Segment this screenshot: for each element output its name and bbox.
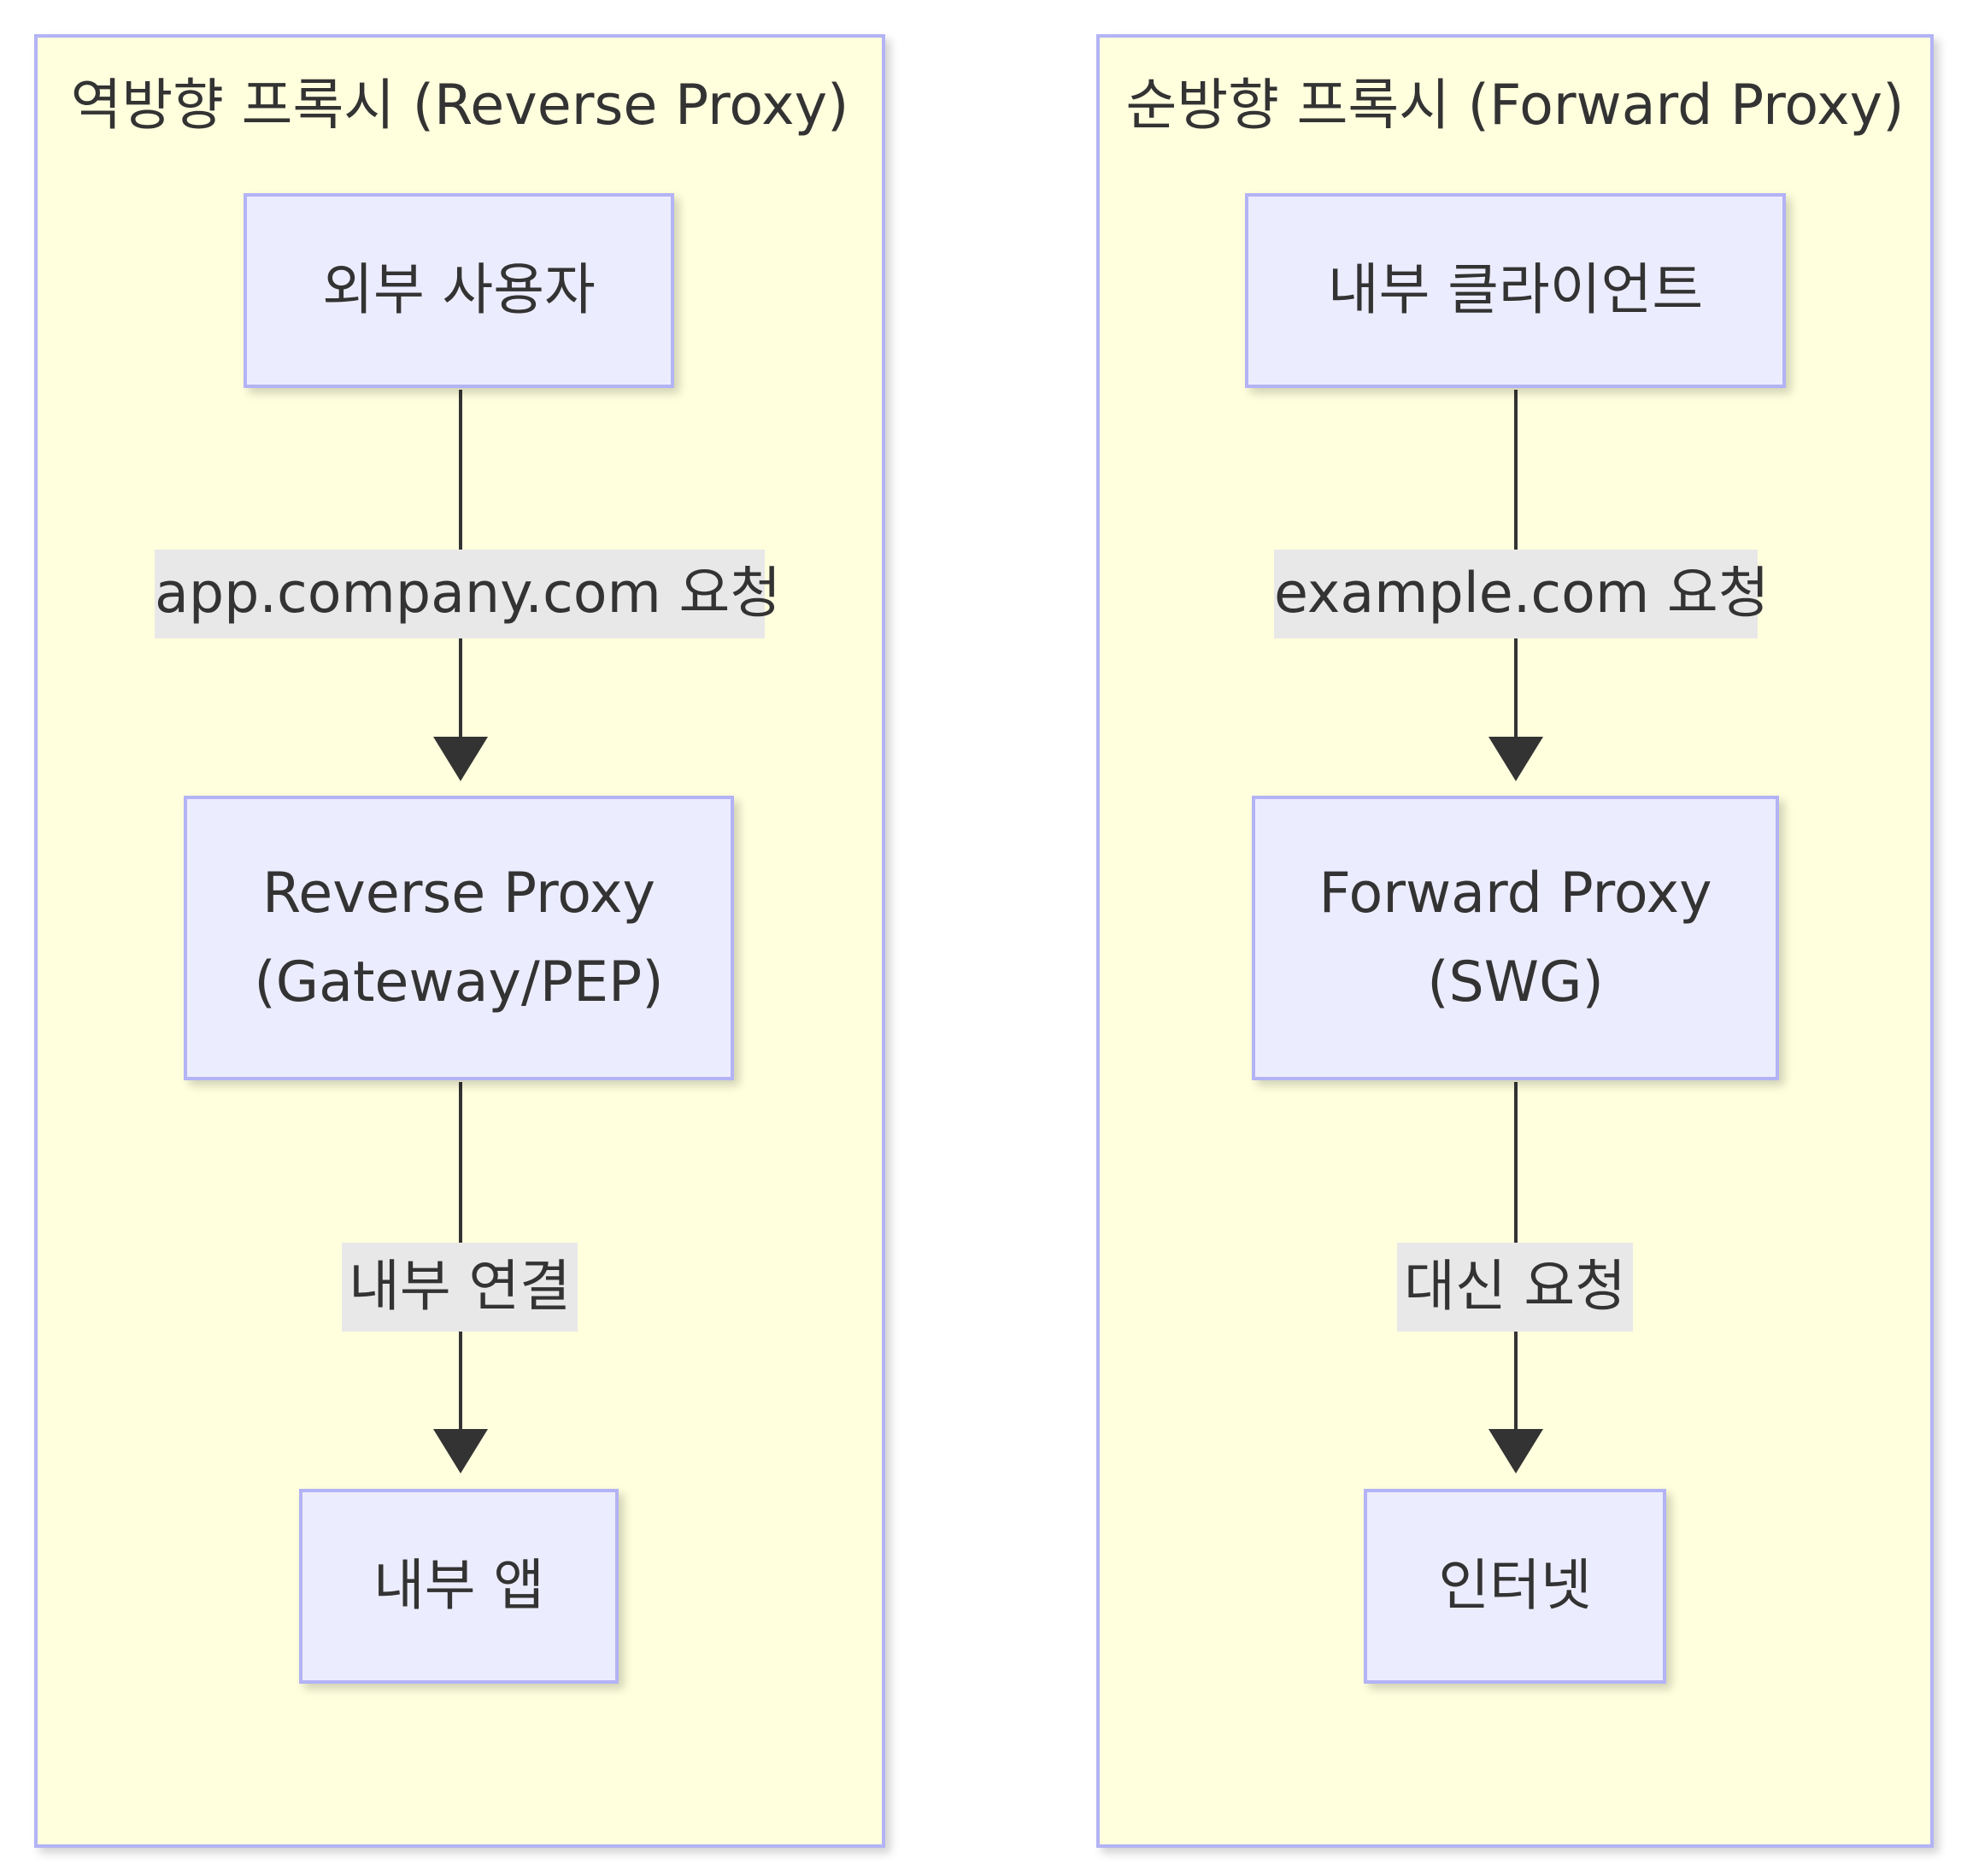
arrowhead-internet bbox=[1488, 1429, 1543, 1473]
node-reverse-proxy-label: Reverse Proxy (Gateway/PEP) bbox=[254, 861, 664, 1014]
edge-label-proxy-request: 대신 요청 bbox=[1397, 1243, 1633, 1332]
arrowhead-forward-proxy bbox=[1488, 737, 1543, 781]
arrowhead-internal-app bbox=[433, 1429, 488, 1473]
edge-label-app-request: app.company.com 요청 bbox=[155, 550, 781, 638]
reverse-proxy-cluster-title: 역방향 프록시 (Reverse Proxy) bbox=[70, 74, 849, 138]
node-forward-proxy-label: Forward Proxy (SWG) bbox=[1318, 861, 1712, 1014]
node-internal-client-label: 내부 클라이언트 bbox=[1327, 258, 1704, 322]
node-internal-client: 내부 클라이언트 bbox=[1245, 193, 1786, 388]
arrowhead-reverse-proxy bbox=[433, 737, 488, 781]
node-internal-app: 내부 앱 bbox=[299, 1489, 619, 1684]
node-internet-label: 인터넷 bbox=[1438, 1554, 1592, 1618]
node-external-user-label: 외부 사용자 bbox=[322, 258, 596, 322]
node-internal-app-label: 내부 앱 bbox=[373, 1554, 545, 1618]
node-forward-proxy: Forward Proxy (SWG) bbox=[1252, 796, 1779, 1080]
edge-label-internal-connection: 내부 연결 bbox=[342, 1243, 578, 1332]
node-external-user: 외부 사용자 bbox=[244, 193, 674, 388]
node-reverse-proxy: Reverse Proxy (Gateway/PEP) bbox=[184, 796, 734, 1080]
forward-proxy-cluster-title: 순방향 프록시 (Forward Proxy) bbox=[1125, 74, 1905, 138]
edge-label-example-request: example.com 요청 bbox=[1274, 550, 1770, 638]
node-internet: 인터넷 bbox=[1364, 1489, 1666, 1684]
